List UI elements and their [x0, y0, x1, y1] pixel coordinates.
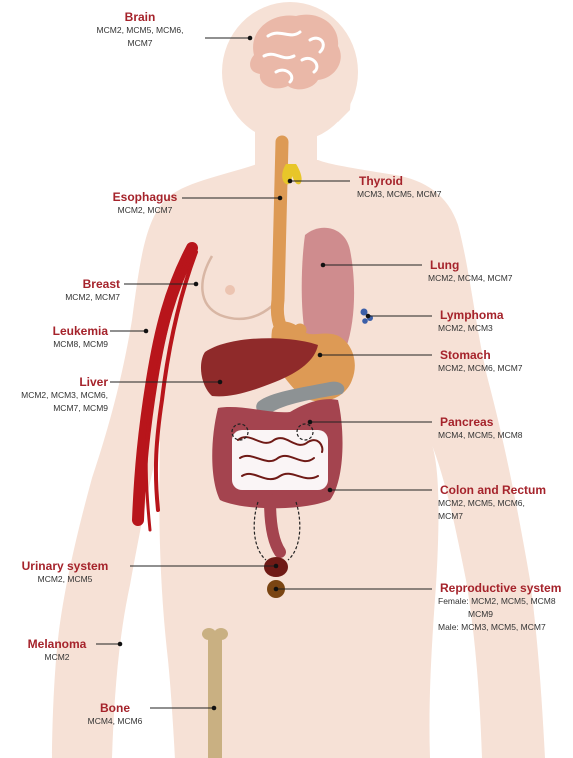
label-lung: Lung MCM2, MCM4, MCM7 — [428, 258, 513, 285]
gene-list: MCM2, MCM3 — [438, 322, 504, 335]
label-liver: Liver MCM2, MCM3, MCM6, MCM7, MCM9 — [5, 375, 108, 415]
label-melanoma: Melanoma MCM2 — [20, 637, 94, 664]
gene-list: Female: MCM2, MCM5, MCM8 — [438, 595, 561, 608]
label-reproductive-system: Reproductive system Female: MCM2, MCM5, … — [438, 581, 561, 634]
label-urinary-system: Urinary system MCM2, MCM5 — [5, 559, 125, 586]
gene-list: Male: MCM3, MCM5, MCM7 — [438, 621, 561, 634]
gene-list: MCM2, MCM7 — [95, 204, 195, 217]
label-stomach: Stomach MCM2, MCM6, MCM7 — [438, 348, 523, 375]
organ-name: Colon and Rectum — [440, 483, 546, 497]
organ-name: Brain — [80, 10, 200, 24]
organ-name: Liver — [5, 375, 108, 389]
gene-list: MCM2, MCM5, MCM6, — [80, 24, 200, 37]
gene-list: MCM4, MCM5, MCM8 — [438, 429, 523, 442]
label-thyroid: Thyroid MCM3, MCM5, MCM7 — [357, 174, 442, 201]
gene-list: MCM7 — [80, 37, 200, 50]
gene-list: MCM8, MCM9 — [30, 338, 108, 351]
organ-name: Thyroid — [359, 174, 442, 188]
organ-name: Lymphoma — [440, 308, 504, 322]
gene-list: MCM2, MCM3, MCM6, — [5, 389, 108, 402]
organ-name: Breast — [40, 277, 120, 291]
organ-name: Leukemia — [30, 324, 108, 338]
label-pancreas: Pancreas MCM4, MCM5, MCM8 — [438, 415, 523, 442]
label-brain: Brain MCM2, MCM5, MCM6, MCM7 — [80, 10, 200, 50]
gene-list: MCM2, MCM5 — [5, 573, 125, 586]
label-colon-rectum: Colon and Rectum MCM2, MCM5, MCM6, MCM7 — [438, 483, 546, 523]
organ-name: Stomach — [440, 348, 523, 362]
label-bone: Bone MCM4, MCM6 — [80, 701, 150, 728]
gene-list: MCM7, MCM9 — [5, 402, 108, 415]
organ-name: Pancreas — [440, 415, 523, 429]
gene-list: MCM7 — [438, 510, 546, 523]
organ-name: Urinary system — [5, 559, 125, 573]
organ-name: Melanoma — [20, 637, 94, 651]
gene-list: MCM3, MCM5, MCM7 — [357, 188, 442, 201]
gene-list: MCM2, MCM7 — [40, 291, 120, 304]
gene-list: MCM9 — [438, 608, 561, 621]
organ-name: Bone — [80, 701, 150, 715]
gene-list: MCM4, MCM6 — [80, 715, 150, 728]
label-esophagus: Esophagus MCM2, MCM7 — [95, 190, 195, 217]
gene-list: MCM2 — [20, 651, 94, 664]
organ-name: Esophagus — [95, 190, 195, 204]
label-lymphoma: Lymphoma MCM2, MCM3 — [438, 308, 504, 335]
organ-name: Reproductive system — [440, 581, 561, 595]
gene-list: MCM2, MCM5, MCM6, — [438, 497, 546, 510]
organ-name: Lung — [430, 258, 513, 272]
label-breast: Breast MCM2, MCM7 — [40, 277, 120, 304]
gene-list: MCM2, MCM6, MCM7 — [438, 362, 523, 375]
gene-list: MCM2, MCM4, MCM7 — [428, 272, 513, 285]
label-leukemia: Leukemia MCM8, MCM9 — [30, 324, 108, 351]
